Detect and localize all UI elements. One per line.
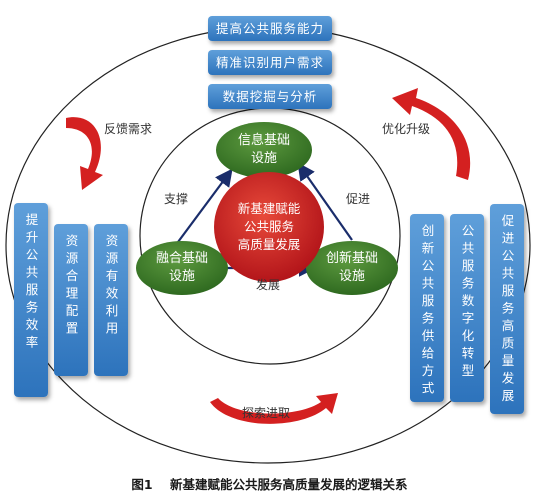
node-fusion-infrastructure — [136, 241, 228, 295]
center-node-label: 新基建赋能 公共服务 高质量发展 — [237, 201, 301, 252]
left-column-1: 提升公共服务效率 — [14, 203, 48, 397]
center-node — [214, 172, 324, 282]
edge-label-promote: 促进 — [346, 192, 371, 206]
node-innovation-label: 创新基础 设施 — [325, 251, 378, 284]
cycle-label-explore: 探索进取 — [242, 406, 291, 420]
left-column-3: 资源有效利用 — [94, 224, 128, 376]
cycle-label-optimize: 优化升级 — [382, 122, 431, 136]
right-column-3: 促进公共服务高质量发展 — [490, 204, 524, 414]
edge-label-support: 支撑 — [164, 192, 189, 206]
top-box-3: 数据挖掘与分析 — [208, 84, 332, 109]
node-info-label: 信息基础 设施 — [237, 133, 290, 166]
top-box-2: 精准识别用户需求 — [208, 50, 332, 75]
figure-title: 新基建赋能公共服务高质量发展的逻辑关系 — [170, 477, 408, 492]
right-column-2: 公共服务数字化转型 — [450, 214, 484, 402]
node-innovation-infrastructure — [306, 241, 398, 295]
edge-support — [177, 168, 233, 243]
figure-number: 图1 — [131, 477, 153, 492]
node-info-infrastructure — [216, 122, 312, 178]
explore-arrow — [210, 393, 338, 424]
node-fusion-label: 融合基础 设施 — [155, 251, 208, 284]
figure-caption: 图1 新基建赋能公共服务高质量发展的逻辑关系 — [0, 474, 539, 493]
left-column-2: 资源合理配置 — [54, 224, 88, 376]
feedback-arrow — [66, 117, 103, 190]
top-box-1: 提高公共服务能力 — [208, 16, 332, 41]
edge-label-develop: 发展 — [256, 278, 281, 292]
edge-promote — [297, 162, 353, 241]
right-column-1: 创新公共服务供给方式 — [410, 214, 444, 402]
cycle-label-feedback: 反馈需求 — [104, 122, 153, 136]
optimize-arrow — [392, 88, 471, 180]
